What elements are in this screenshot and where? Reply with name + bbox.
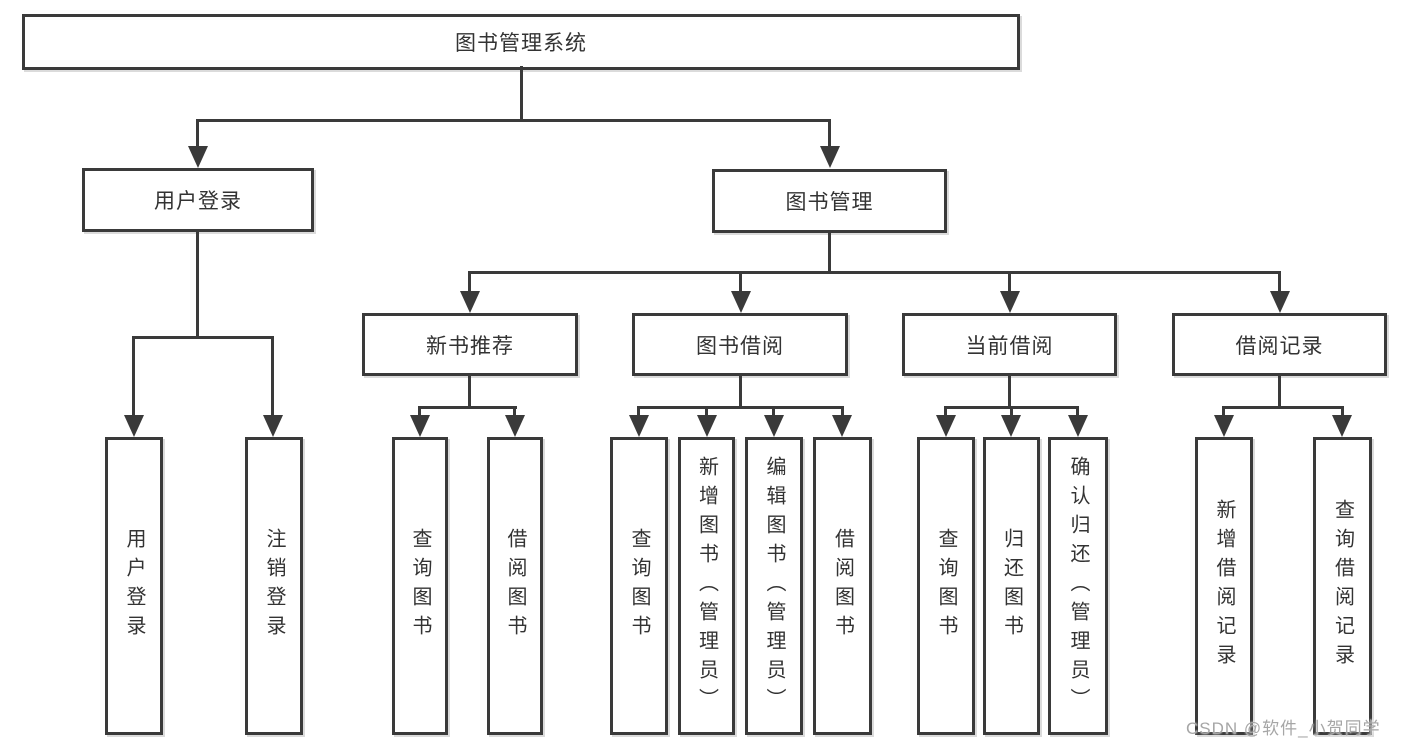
arrow-down-icon bbox=[124, 415, 144, 437]
connector-root-stem bbox=[520, 66, 523, 122]
leaf-label: 查询图书 bbox=[935, 528, 957, 644]
arrow-down-icon bbox=[629, 415, 649, 437]
leaf-return-books: 归还图书 bbox=[983, 437, 1040, 735]
connector-l3-drop bbox=[468, 271, 471, 295]
leaf-borrow-books-borrowing: 借阅图书 bbox=[813, 437, 872, 735]
connector-records-stem bbox=[1278, 374, 1281, 408]
connector-newbook-branch bbox=[419, 406, 517, 409]
connector-records-branch bbox=[1223, 406, 1344, 409]
leaf-label: 归还图书 bbox=[1000, 528, 1023, 644]
leaf-add-borrow-record: 新增借阅记录 bbox=[1195, 437, 1253, 735]
connector-mgmt-branch bbox=[469, 271, 1281, 274]
connector-leaf-drop bbox=[944, 406, 947, 418]
arrow-down-icon bbox=[1001, 415, 1021, 437]
connector-mgmt-drop bbox=[828, 119, 831, 149]
node-book-borrowing: 图书借阅 bbox=[632, 313, 848, 376]
connector-login-branch bbox=[133, 336, 274, 339]
leaf-label: 新增借阅记录 bbox=[1213, 499, 1235, 673]
node-library-system: 图书管理系统 bbox=[22, 14, 1020, 70]
arrow-down-icon bbox=[832, 415, 852, 437]
arrow-down-icon bbox=[263, 415, 283, 437]
connector-leaf-drop bbox=[637, 406, 640, 418]
leaf-query-borrow-record: 查询借阅记录 bbox=[1313, 437, 1372, 735]
node-new-book-recommend: 新书推荐 bbox=[362, 313, 578, 376]
leaf-label: 借阅图书 bbox=[504, 528, 526, 644]
leaf-label: 注销登录 bbox=[263, 528, 285, 644]
leaf-label: 查询借阅记录 bbox=[1331, 499, 1354, 673]
leaf-label: 确认归还（管理员） bbox=[1067, 455, 1089, 717]
arrow-down-icon bbox=[820, 146, 840, 168]
arrow-down-icon bbox=[460, 291, 480, 313]
connector-newbook-stem bbox=[468, 374, 471, 408]
arrow-down-icon bbox=[410, 415, 430, 437]
leaf-edit-book-admin: 编辑图书（管理员） bbox=[745, 437, 803, 735]
connector-leaf-drop bbox=[271, 336, 274, 418]
leaf-user-login: 用户登录 bbox=[105, 437, 163, 735]
connector-leaf-drop bbox=[418, 406, 421, 418]
connector-leaf-drop bbox=[1010, 406, 1013, 418]
arrow-down-icon bbox=[731, 291, 751, 313]
leaf-label: 查询图书 bbox=[628, 528, 650, 644]
arrow-down-icon bbox=[697, 415, 717, 437]
arrow-down-icon bbox=[1000, 291, 1020, 313]
leaf-borrow-books-recommend: 借阅图书 bbox=[487, 437, 543, 735]
arrow-down-icon bbox=[1214, 415, 1234, 437]
leaf-label: 新增图书（管理员） bbox=[695, 455, 718, 717]
connector-leaf-drop bbox=[841, 406, 844, 418]
connector-leaf-drop bbox=[132, 336, 135, 418]
leaf-label: 编辑图书（管理员） bbox=[763, 455, 785, 717]
node-borrow-records: 借阅记录 bbox=[1172, 313, 1387, 376]
leaf-query-books-current: 查询图书 bbox=[917, 437, 975, 735]
arrow-down-icon bbox=[188, 146, 208, 168]
connector-borrowing-branch bbox=[638, 406, 844, 409]
arrow-down-icon bbox=[1332, 415, 1352, 437]
leaf-confirm-return-admin: 确认归还（管理员） bbox=[1048, 437, 1108, 735]
connector-leaf-drop bbox=[513, 406, 516, 418]
leaf-query-books-borrowing: 查询图书 bbox=[610, 437, 668, 735]
arrow-down-icon bbox=[936, 415, 956, 437]
leaf-label: 用户登录 bbox=[123, 528, 145, 644]
leaf-logout: 注销登录 bbox=[245, 437, 303, 735]
arrow-down-icon bbox=[1270, 291, 1290, 313]
leaf-label: 查询图书 bbox=[409, 528, 431, 644]
connector-l3-drop bbox=[1008, 271, 1011, 295]
connector-leaf-drop bbox=[772, 406, 775, 418]
connector-login-drop bbox=[196, 119, 199, 149]
leaf-label: 借阅图书 bbox=[831, 528, 854, 644]
connector-leaf-drop bbox=[705, 406, 708, 418]
node-user-login: 用户登录 bbox=[82, 168, 314, 232]
arrow-down-icon bbox=[505, 415, 525, 437]
connector-leaf-drop bbox=[1076, 406, 1079, 418]
connector-current-stem bbox=[1008, 374, 1011, 408]
leaf-add-book-admin: 新增图书（管理员） bbox=[678, 437, 735, 735]
leaf-query-books-recommend: 查询图书 bbox=[392, 437, 448, 735]
connector-l3-drop bbox=[739, 271, 742, 295]
arrow-down-icon bbox=[1068, 415, 1088, 437]
connector-login-stem bbox=[196, 230, 199, 338]
connector-leaf-drop bbox=[1222, 406, 1225, 418]
csdn-watermark: CSDN @软件_小贺同学 bbox=[1186, 719, 1381, 738]
arrow-down-icon bbox=[764, 415, 784, 437]
connector-l3-drop bbox=[1278, 271, 1281, 295]
connector-leaf-drop bbox=[1341, 406, 1344, 418]
node-book-management: 图书管理 bbox=[712, 169, 947, 233]
connector-borrowing-stem bbox=[739, 374, 742, 408]
connector-mgmt-stem bbox=[828, 231, 831, 273]
connector-root-branch bbox=[197, 119, 831, 122]
node-current-borrowing: 当前借阅 bbox=[902, 313, 1117, 376]
